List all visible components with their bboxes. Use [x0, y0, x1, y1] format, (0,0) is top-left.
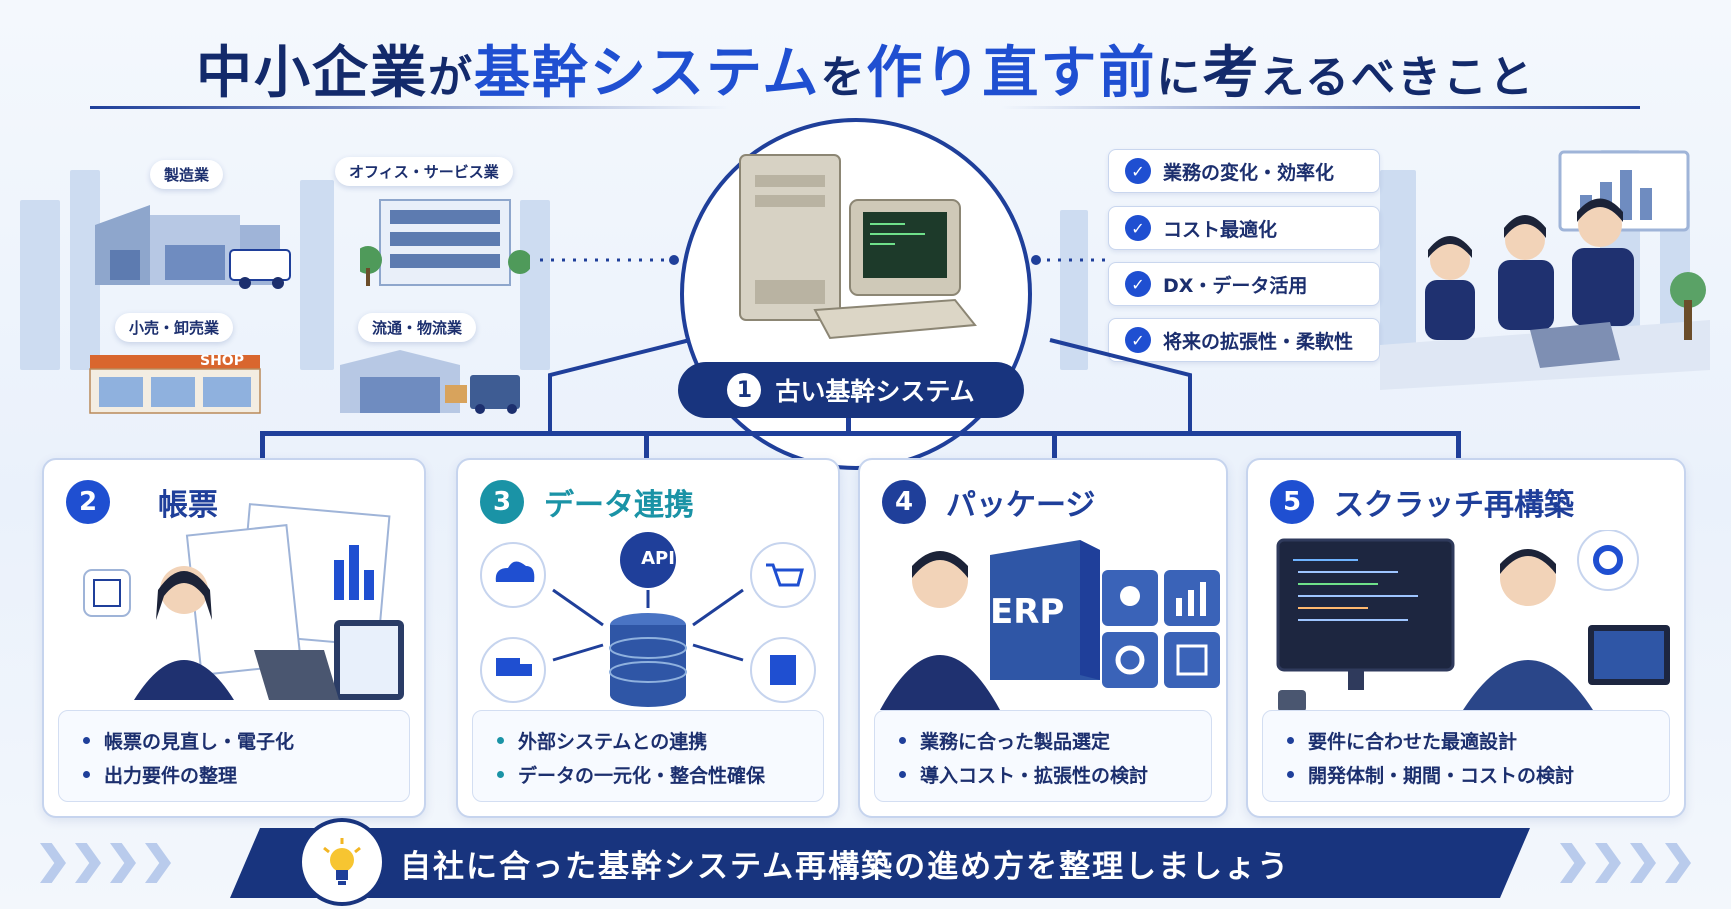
- business-meeting-illustration: [1380, 150, 1710, 390]
- card-bullets: 業務に合った製品選定 導入コスト・拡張性の検討: [874, 710, 1212, 802]
- data-integration-illustration: [480, 532, 816, 707]
- card-number: 4: [882, 480, 926, 524]
- card-scratch-rebuild: 5 スクラッチ再構築 要件に合わせた最適設計 開発体制・期間・コストの検討: [1246, 458, 1686, 818]
- card-bullets: 帳票の見直し・電子化 出力要件の整理: [58, 710, 410, 802]
- card-bullets: 要件に合わせた最適設計 開発体制・期間・コストの検討: [1262, 710, 1670, 802]
- tree-connector-arms: [548, 338, 1192, 432]
- card-data-integration: 3 データ連携 API 外部システムとの連携 データの一元化・整合性確保: [456, 458, 840, 818]
- title-underline-left: [90, 106, 730, 109]
- industry-label-retail: 小売・卸売業: [115, 313, 234, 342]
- tree-drop: [1052, 431, 1057, 459]
- card-number: 3: [480, 480, 524, 524]
- card-title: 帳票: [158, 488, 218, 523]
- industry-label-logistics: 流通・物流業: [358, 313, 477, 342]
- development-illustration: [1276, 530, 1670, 710]
- legacy-label: 古い基幹システム: [775, 377, 975, 406]
- tree-drop: [1456, 431, 1461, 459]
- card-package: 4 パッケージ ERP 業務に合った製品選定 導入コスト・拡張性の検討: [858, 458, 1228, 818]
- chevron-right-icon: [75, 843, 101, 883]
- industry-label-office: オフィス・サービス業: [335, 157, 513, 186]
- banner-text: 自社に合った基幹システム再構築の進め方を整理しましょう: [400, 848, 1291, 885]
- card-number: 2: [66, 480, 110, 524]
- lightbulb-icon: [323, 838, 361, 885]
- card-title: データ連携: [544, 488, 694, 523]
- industry-label-manufacturing: 製造業: [150, 160, 224, 189]
- check-icon: ✓: [1125, 158, 1151, 184]
- checklist-item: ✓DX・データ活用: [1108, 262, 1380, 306]
- checklist-item: ✓コスト最適化: [1108, 206, 1380, 250]
- summary-banner: [230, 828, 1530, 898]
- forms-illustration: [83, 503, 404, 700]
- lightbulb-badge: [298, 818, 386, 906]
- package-illustration: [880, 540, 1220, 710]
- chevron-right-icon: [1595, 843, 1621, 883]
- tree-drop: [260, 431, 265, 459]
- chevron-right-icon: [145, 843, 171, 883]
- card-title: スクラッチ再構築: [1334, 488, 1574, 523]
- page-title: 中小企業が基幹システムを作り直す前に考えるべきこと: [195, 41, 1535, 106]
- api-label: API: [641, 548, 675, 569]
- title-underline-right: [1000, 106, 1640, 109]
- dotted-connector-left: [540, 255, 679, 265]
- card-title: パッケージ: [946, 488, 1096, 523]
- warehouse-icon: [340, 350, 520, 414]
- card-bullets: 外部システムとの連携 データの一元化・整合性確保: [472, 710, 824, 802]
- check-icon: ✓: [1125, 271, 1151, 297]
- checklist-item: ✓将来の拡張性・柔軟性: [1108, 318, 1380, 362]
- erp-label: ERP: [990, 592, 1065, 632]
- checklist-item: ✓業務の変化・効率化: [1108, 149, 1380, 193]
- chevron-right-icon: [1665, 843, 1691, 883]
- tree-drop: [644, 431, 649, 459]
- chevron-right-icon: [40, 843, 66, 883]
- check-icon: ✓: [1125, 215, 1151, 241]
- dotted-connector-right: [1031, 255, 1110, 265]
- legacy-system-badge: 1 古い基幹システム: [678, 362, 1024, 418]
- office-building-icon: [360, 199, 530, 286]
- shop-sign: SHOP: [200, 353, 244, 369]
- chevron-right-icon: [110, 843, 136, 883]
- tree-connector-bar: [260, 431, 1460, 436]
- chevron-right-icon: [1560, 843, 1586, 883]
- card-forms: 2 帳票 帳票の見直し・電子化 出力要件の整理: [42, 458, 426, 818]
- legacy-computer-icon: [739, 154, 977, 340]
- check-icon: ✓: [1125, 327, 1151, 353]
- factory-icon: [95, 205, 291, 289]
- legacy-number: 1: [727, 373, 762, 407]
- chevron-right-icon: [1630, 843, 1656, 883]
- tree-connector-stem: [846, 418, 851, 432]
- shop-icon: [89, 355, 261, 414]
- card-number: 5: [1270, 480, 1314, 524]
